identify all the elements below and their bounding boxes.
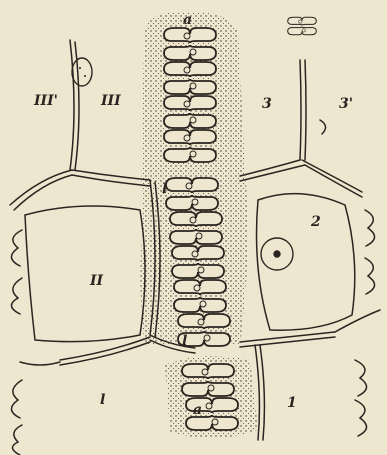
- label-cell-3: 3: [262, 97, 272, 111]
- label-cell-III: III: [101, 94, 121, 108]
- label-cell-2: 2: [311, 215, 321, 229]
- label-l-left: l: [100, 393, 105, 407]
- label-l-lower: l: [182, 334, 187, 348]
- label-a-bottom: a: [193, 403, 202, 417]
- label-a-top: a: [183, 13, 192, 27]
- label-l-upper: l: [162, 182, 167, 196]
- label-cell-II: II: [90, 274, 103, 288]
- label-cell-1: 1: [287, 396, 297, 410]
- label-cell-3-prime: 3': [339, 97, 353, 111]
- label-cell-III-prime: III': [34, 94, 58, 108]
